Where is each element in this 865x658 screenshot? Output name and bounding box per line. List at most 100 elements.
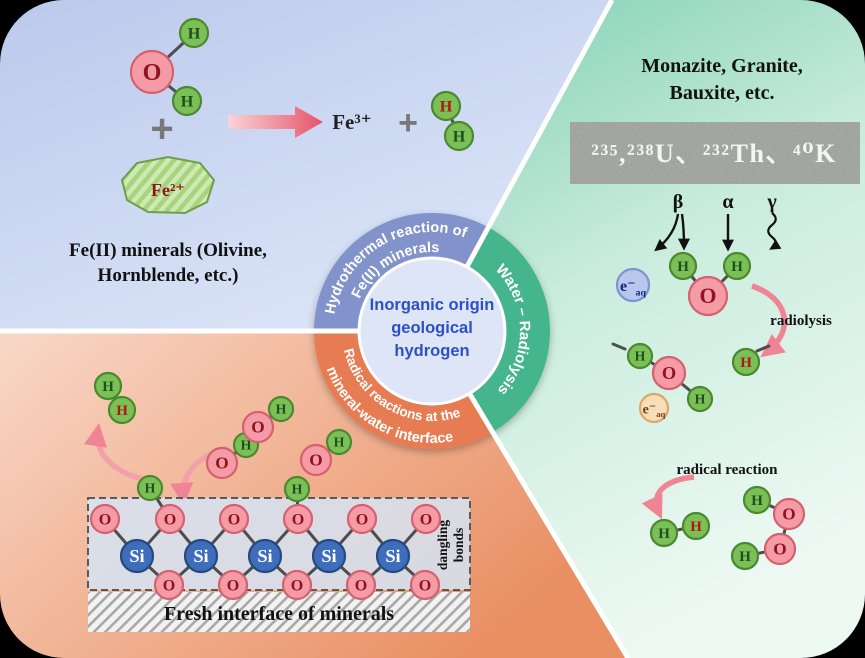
atom-H: H [722, 251, 752, 281]
atom-O: O [153, 569, 185, 601]
radical-reaction-label: radical reaction [677, 462, 779, 478]
atom-label: O [228, 511, 241, 528]
center-title-line3: hydrogen [394, 342, 469, 360]
atom-Si: Si [247, 538, 283, 574]
atom-O: O [205, 446, 239, 480]
atom-label: O [291, 577, 304, 594]
beta-arrow [654, 213, 680, 252]
monazite-heading-line2: Bauxite, etc. [670, 82, 775, 104]
gamma-label: γ [766, 191, 777, 213]
atom-label: H [740, 355, 752, 371]
radical-reaction-arrow [641, 474, 695, 520]
dangling-bonds-line1: dangling [435, 520, 450, 571]
atom-e2: e⁻aq [638, 392, 670, 424]
atom-label: O [773, 540, 786, 559]
fe-minerals-caption-line1: Fe(II) minerals (Olivine, [69, 240, 267, 261]
atom-label: Si [385, 546, 400, 566]
atom-H: H [731, 347, 761, 377]
atom-O: O [282, 503, 314, 535]
plus-sign-1: + [150, 107, 173, 151]
reaction-arrow [228, 106, 323, 138]
ring-arc-orange [314, 330, 493, 449]
atom-O: O [410, 503, 442, 535]
beta-arrow-2 [677, 213, 690, 251]
atom-label: Si [193, 546, 208, 566]
atom-O: O [345, 569, 377, 601]
atom-label: O [143, 59, 162, 86]
atom-O: O [687, 275, 729, 317]
dangling-bonds-line2: bonds [451, 528, 466, 563]
fe2-mineral-blob [120, 155, 216, 215]
atom-O: O [217, 569, 249, 601]
atom-label: O [420, 511, 433, 528]
atom-label: H [188, 25, 201, 42]
atom-label: H [292, 482, 303, 497]
atom-label: H [635, 349, 646, 364]
surface-box [87, 497, 471, 591]
beta-label: β [673, 191, 684, 213]
atom-H: H [681, 511, 711, 541]
atom-label: H [440, 98, 453, 115]
atom-H: H [649, 518, 679, 548]
atom-O: O [763, 532, 797, 566]
atom-Si: Si [183, 538, 219, 574]
atom-H: H [430, 90, 462, 122]
atom-H: H [178, 17, 210, 49]
atom-H: H [171, 85, 203, 117]
ring-arc-green [467, 227, 550, 433]
radiolysis-label: radiolysis [770, 313, 832, 329]
atom-label: O [215, 454, 228, 473]
atom-label: H [116, 403, 128, 419]
atom-label: H [695, 392, 706, 407]
atom-label: Si [129, 546, 144, 566]
isotopes-label: ²³⁵,²³⁸U、²³²Th、⁴⁰K [591, 139, 837, 168]
atom-O: O [89, 503, 121, 535]
atom-H: H [686, 385, 714, 413]
fe-minerals-caption-line2: Hornblende, etc.) [98, 265, 239, 286]
atom-label: O [163, 577, 176, 594]
atom-O: O [241, 410, 275, 444]
atom-O: O [299, 443, 333, 477]
bond [755, 344, 771, 353]
center-title-line2: geological [391, 319, 473, 337]
atom-label: H [453, 128, 466, 145]
atom-label: H [241, 438, 252, 453]
atom-label: H [181, 93, 194, 110]
radiolysis-arrow [751, 283, 788, 358]
atom-label: H [102, 379, 114, 395]
monazite-heading-line1: Monazite, Granite, [641, 55, 803, 77]
atom-H: H [626, 342, 654, 370]
atom-label: H [751, 493, 763, 509]
alpha-label: α [722, 191, 733, 213]
atom-label: O [782, 505, 795, 524]
atom-label: H [739, 549, 751, 565]
bond [611, 342, 627, 351]
center-title-line1: Inorganic origin [370, 296, 495, 314]
atom-label: H [334, 435, 345, 450]
center-ring [314, 213, 550, 449]
gamma-arrow [767, 212, 782, 250]
atom-Si: Si [119, 538, 155, 574]
atom-label: O [662, 363, 676, 383]
atom-O: O [218, 503, 250, 535]
atom-label: O [292, 511, 305, 528]
center-circle [357, 256, 507, 406]
atom-H: H [136, 474, 164, 502]
atom-label: H [677, 259, 689, 275]
atom-H: H [283, 475, 311, 503]
atom-label: O [251, 418, 264, 437]
atom-label: H [276, 402, 287, 417]
atom-label: O [700, 284, 717, 308]
atom-label: O [164, 511, 177, 528]
atom-H: H [107, 395, 137, 425]
atom-label: H [145, 481, 156, 496]
atom-label: H [690, 519, 702, 535]
atom-e: e⁻aq [615, 267, 651, 303]
fe2-label: Fe²⁺ [151, 180, 185, 200]
atom-label: O [309, 451, 322, 470]
atom-H: H [668, 251, 698, 281]
atom-label: Si [321, 546, 336, 566]
